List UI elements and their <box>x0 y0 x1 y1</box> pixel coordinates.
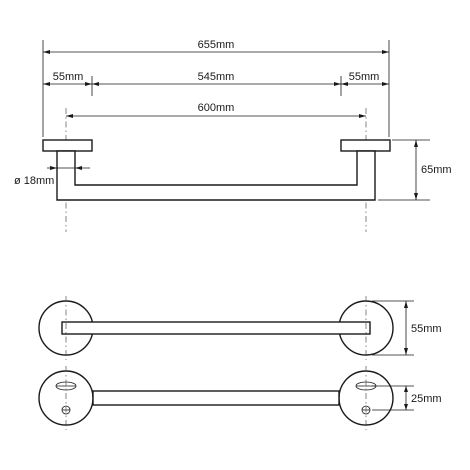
overall-length-label: 655mm <box>198 39 235 51</box>
arrowhead-icon <box>43 50 50 54</box>
arrowhead-icon <box>404 348 408 355</box>
dim-bar-width: 25mm <box>372 385 442 411</box>
bar-tube-profile <box>56 150 376 201</box>
arrowhead-icon <box>414 193 418 200</box>
dim-center-distance: 600mm <box>65 102 367 232</box>
projection-label: 65mm <box>421 164 452 176</box>
tube-diameter-label: ø 18mm <box>14 175 54 187</box>
rear-view: 25mm <box>38 366 442 430</box>
left-flange-plate <box>42 139 93 152</box>
right-flange-label: 55mm <box>349 71 380 83</box>
arrowhead-icon <box>43 82 50 86</box>
bar-width-label: 25mm <box>411 393 442 405</box>
dim-segments: 55mm 545mm 55mm <box>43 71 389 96</box>
arrowhead-icon <box>334 82 341 86</box>
arrowhead-icon <box>66 114 73 118</box>
right-flange-plate <box>340 139 391 152</box>
top-view: 55mm <box>38 296 442 360</box>
arrowhead-icon <box>359 114 366 118</box>
arrowhead-icon <box>50 166 57 170</box>
bar-rear <box>92 390 340 406</box>
dim-flange-diameter: 55mm <box>372 300 442 356</box>
arrowhead-icon <box>92 82 99 86</box>
flange-diameter-label: 55mm <box>411 323 442 335</box>
arrowhead-icon <box>404 404 408 410</box>
left-flange-label: 55mm <box>53 71 84 83</box>
arrowhead-icon <box>404 386 408 392</box>
arrowhead-icon <box>382 82 389 86</box>
arrowhead-icon <box>341 82 348 86</box>
arrowhead-icon <box>414 140 418 147</box>
bar-top <box>61 321 371 335</box>
arrowhead-icon <box>404 301 408 308</box>
front-view: 655mm 55mm 545mm 55mm 600mm <box>14 39 452 232</box>
dim-overall-length: 655mm <box>42 39 390 137</box>
arrowhead-icon <box>382 50 389 54</box>
arrowhead-icon <box>85 82 92 86</box>
center-distance-label: 600mm <box>198 102 235 114</box>
dim-tube-diameter: ø 18mm <box>14 166 90 187</box>
bar-span-label: 545mm <box>198 71 235 83</box>
towel-bar-front <box>42 139 391 201</box>
arrowhead-icon <box>75 166 82 170</box>
dim-projection: 65mm <box>378 139 452 201</box>
